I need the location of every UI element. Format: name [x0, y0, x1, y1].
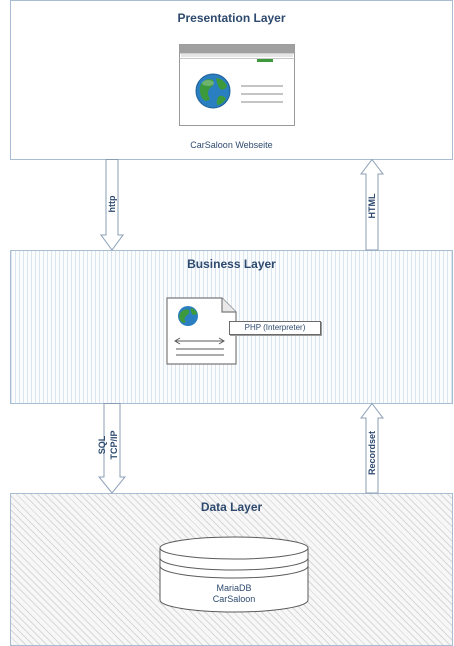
http-label: http: [107, 195, 117, 213]
presentation-layer: Presentation Layer CarSaloon Webseite: [10, 0, 453, 160]
http-down-arrow: [100, 159, 124, 251]
data-layer: Data Layer MariaDB CarSaloon: [10, 493, 453, 646]
presentation-component-label: CarSaloon Webseite: [190, 140, 273, 150]
business-layer: Business Layer PHP (Interpreter): [10, 250, 453, 404]
database-name-line1: MariaDB: [216, 583, 252, 593]
data-layer-title: Data Layer: [200, 500, 263, 514]
sql-down-arrow: [98, 403, 126, 494]
tcpip-label: TCP/IP: [109, 430, 119, 460]
presentation-layer-title: Presentation Layer: [177, 11, 286, 25]
globe-icon: [195, 73, 231, 109]
browser-window-icon: [179, 44, 295, 126]
php-interpreter-box: PHP (Interpreter): [229, 321, 321, 335]
sql-label: SQL: [97, 435, 107, 455]
business-layer-title: Business Layer: [187, 257, 276, 271]
script-document-icon: [166, 297, 237, 365]
database-name-line2: CarSaloon: [212, 594, 256, 604]
php-interpreter-label: PHP (Interpreter): [244, 323, 306, 332]
html-label: HTML: [367, 193, 377, 219]
recordset-up-arrow: [360, 403, 384, 494]
database-cylinder-icon: [159, 536, 309, 613]
recordset-label: Recordset: [367, 431, 377, 476]
html-up-arrow: [360, 159, 384, 251]
